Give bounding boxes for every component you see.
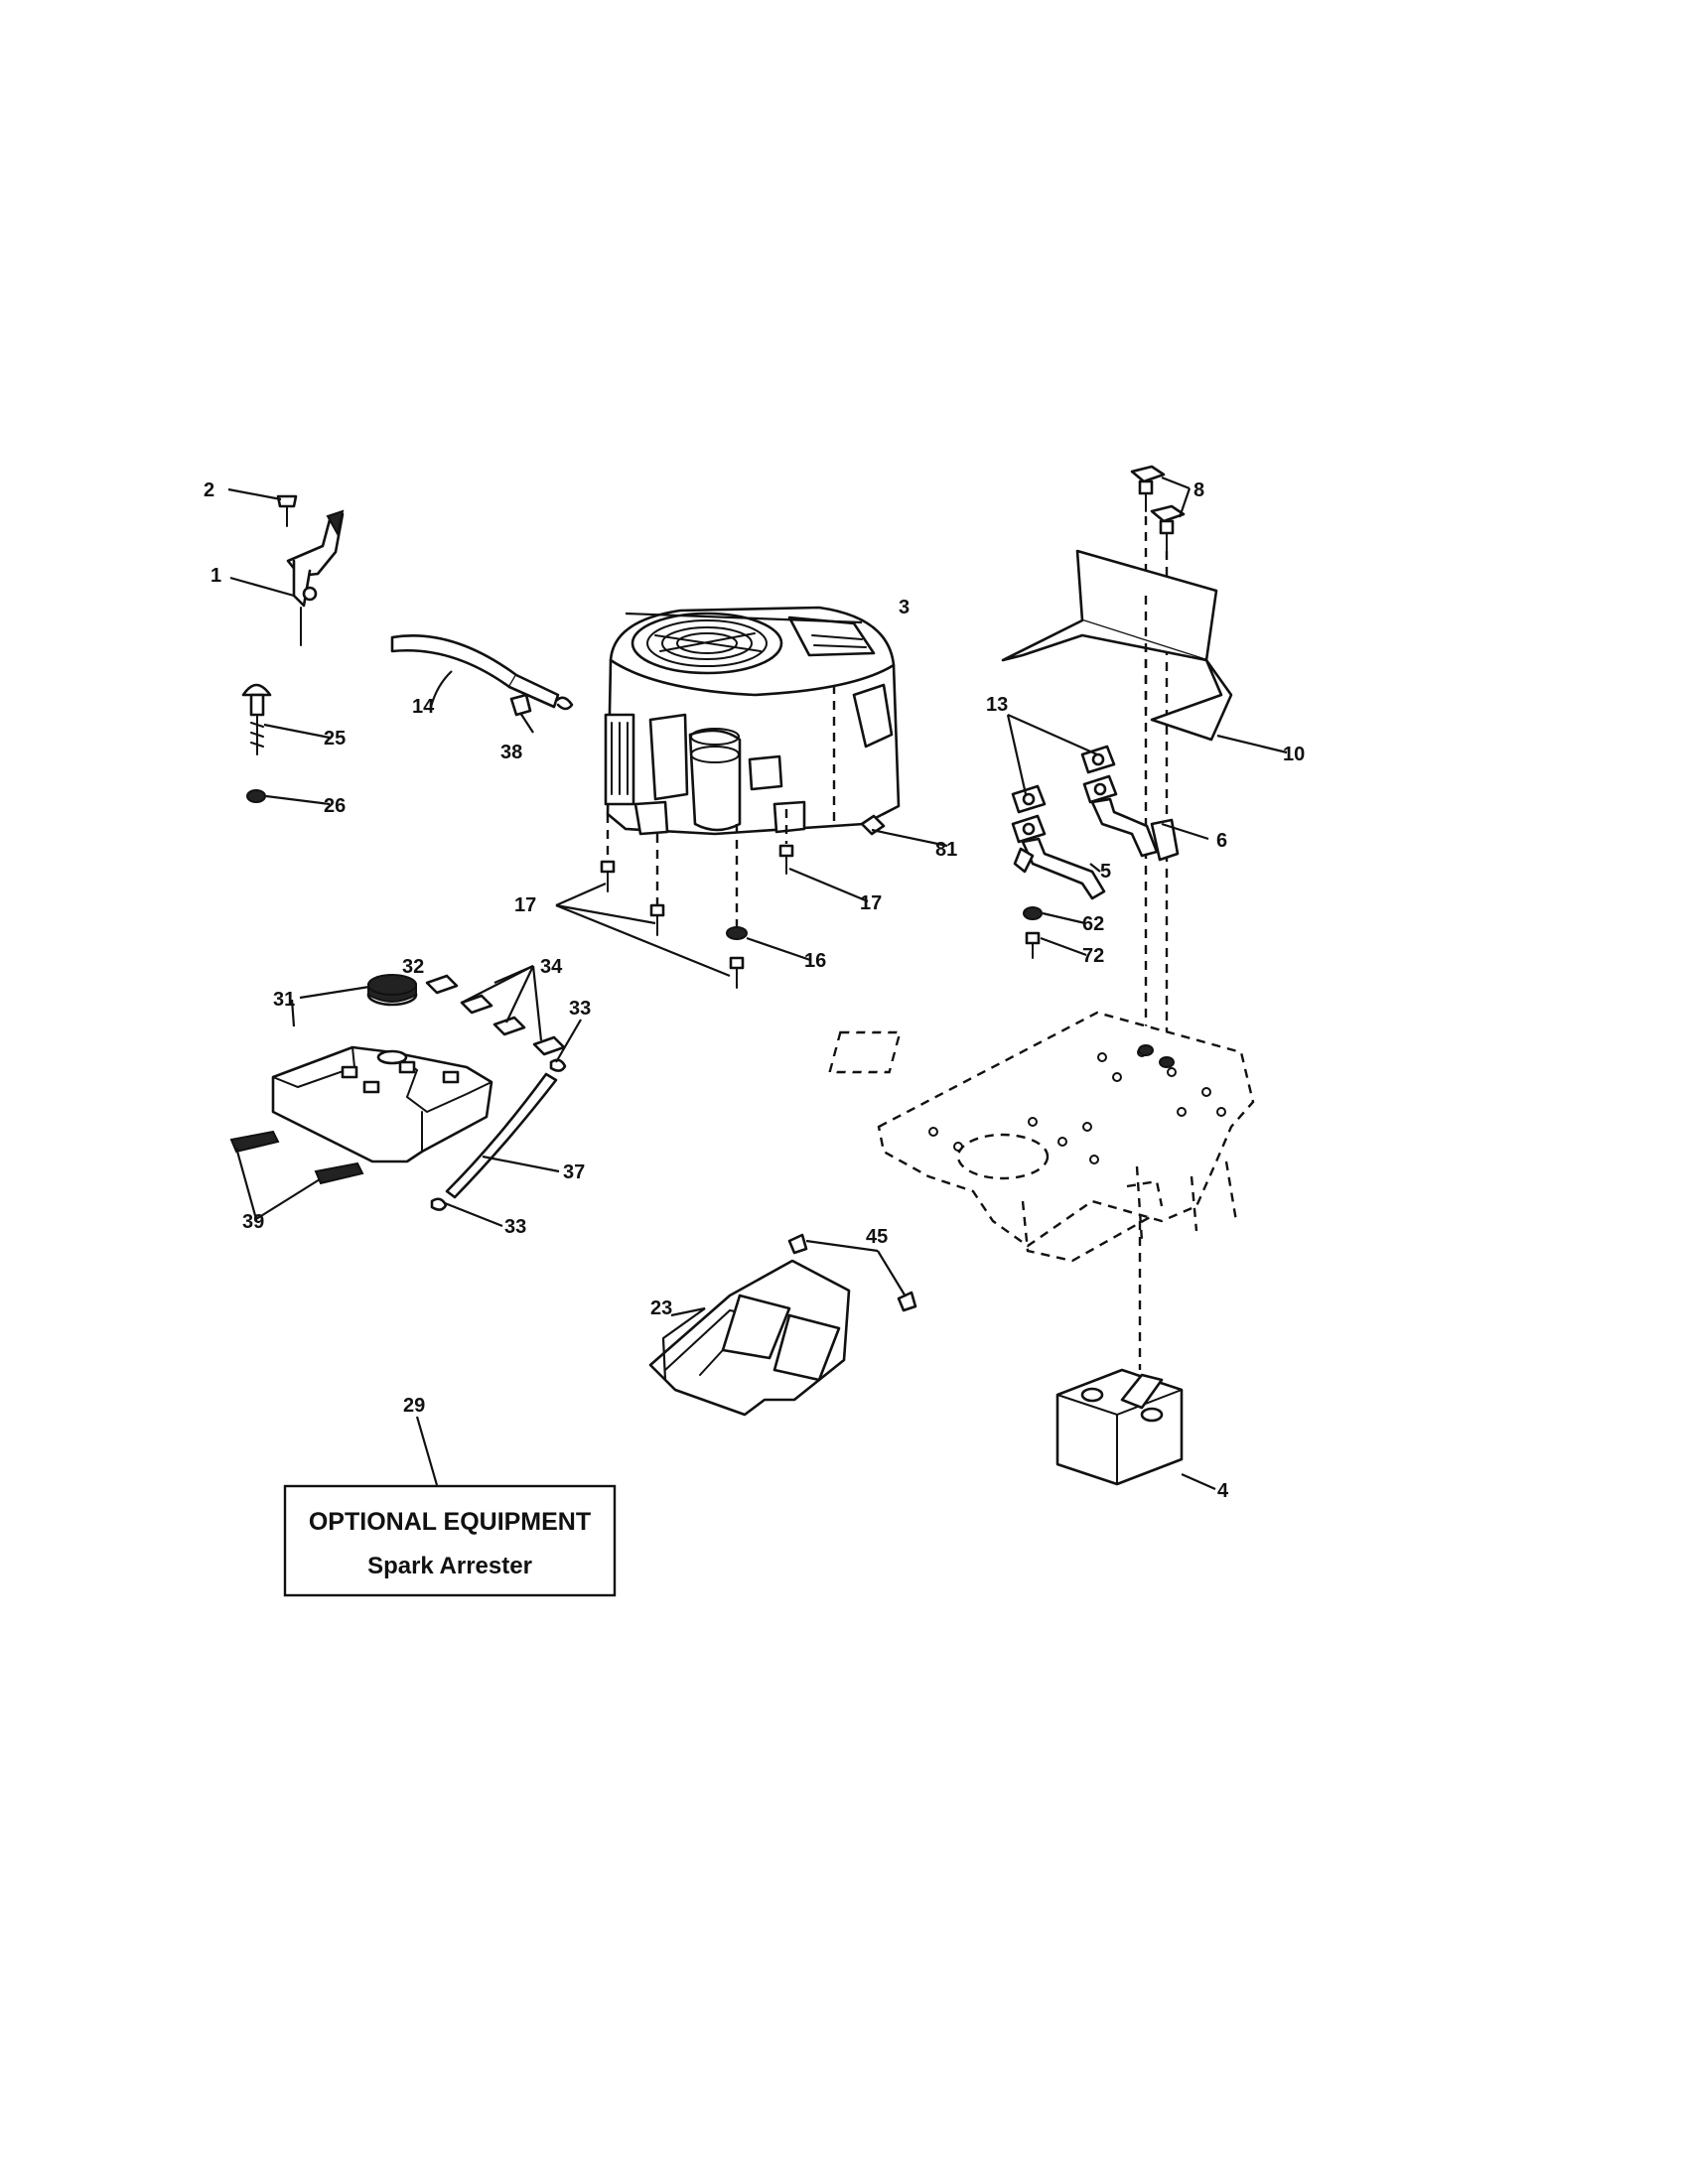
fuel-line-clamp <box>509 693 532 717</box>
throttle-bracket <box>286 509 345 646</box>
fuel-line <box>390 633 574 711</box>
exhaust-washer-bolt <box>1023 906 1043 959</box>
heat-shield <box>648 1259 851 1417</box>
callout-17-left: 17 <box>514 894 536 916</box>
callout-38: 38 <box>500 742 522 763</box>
heat-shield-screws <box>787 1233 917 1312</box>
mounting-screws <box>1130 465 1186 1037</box>
callout-8: 8 <box>1193 479 1204 501</box>
callout-33-top: 33 <box>569 998 591 1020</box>
callout-39: 39 <box>242 1211 264 1233</box>
exhaust-pipe-right <box>1090 797 1180 862</box>
callout-16: 16 <box>804 950 826 972</box>
optional-equipment-box: OPTIONAL EQUIPMENT Spark Arrester <box>283 1484 617 1597</box>
callout-1: 1 <box>210 565 221 587</box>
callout-31: 31 <box>273 989 295 1011</box>
callout-13: 13 <box>986 694 1008 716</box>
optional-equipment-subtitle: Spark Arrester <box>367 1553 532 1579</box>
callout-62: 62 <box>1082 913 1104 935</box>
callout-45: 45 <box>866 1226 888 1248</box>
optional-equipment-title: OPTIONAL EQUIPMENT <box>309 1508 591 1536</box>
engine <box>604 606 901 836</box>
callout-34: 34 <box>540 956 563 978</box>
callout-33-bottom: 33 <box>504 1216 526 1238</box>
callout-72: 72 <box>1082 945 1104 967</box>
callout-37: 37 <box>563 1161 585 1183</box>
engine-bolts <box>600 809 794 989</box>
cover-knob <box>366 974 418 1007</box>
cover-clips <box>425 974 566 1056</box>
callout-23: 23 <box>650 1297 672 1319</box>
leader-lines <box>227 476 1288 1491</box>
fuel-fitting <box>860 814 886 836</box>
callout-29: 29 <box>403 1395 425 1417</box>
callout-6: 6 <box>1216 830 1227 852</box>
callout-5: 5 <box>1100 861 1111 883</box>
lock-washer <box>726 926 748 940</box>
exhaust-gaskets <box>1011 745 1118 844</box>
callout-81: 81 <box>935 839 957 861</box>
callout-3: 3 <box>899 597 910 618</box>
bracket-screw <box>276 494 298 527</box>
callout-labels: 2 1 3 14 38 81 25 26 17 17 16 8 10 13 5 … <box>204 479 1305 1502</box>
muffler <box>1055 1368 1184 1486</box>
blower-cover <box>271 1045 493 1163</box>
callout-14: 14 <box>412 696 435 718</box>
chassis-frame <box>828 1011 1255 1370</box>
callout-26: 26 <box>324 795 346 817</box>
washer <box>246 789 266 803</box>
cover-pads <box>229 1130 364 1185</box>
exhaust-pipe-left <box>1013 837 1106 900</box>
callout-32: 32 <box>402 956 424 978</box>
callout-2: 2 <box>204 479 214 501</box>
callout-4: 4 <box>1217 1480 1229 1502</box>
vent-hose <box>430 1058 567 1211</box>
carriage-bolt <box>241 683 272 755</box>
callout-17-right: 17 <box>860 892 882 914</box>
callout-10: 10 <box>1283 744 1305 765</box>
callout-25: 25 <box>324 728 346 750</box>
muffler-deflector <box>1001 549 1233 742</box>
